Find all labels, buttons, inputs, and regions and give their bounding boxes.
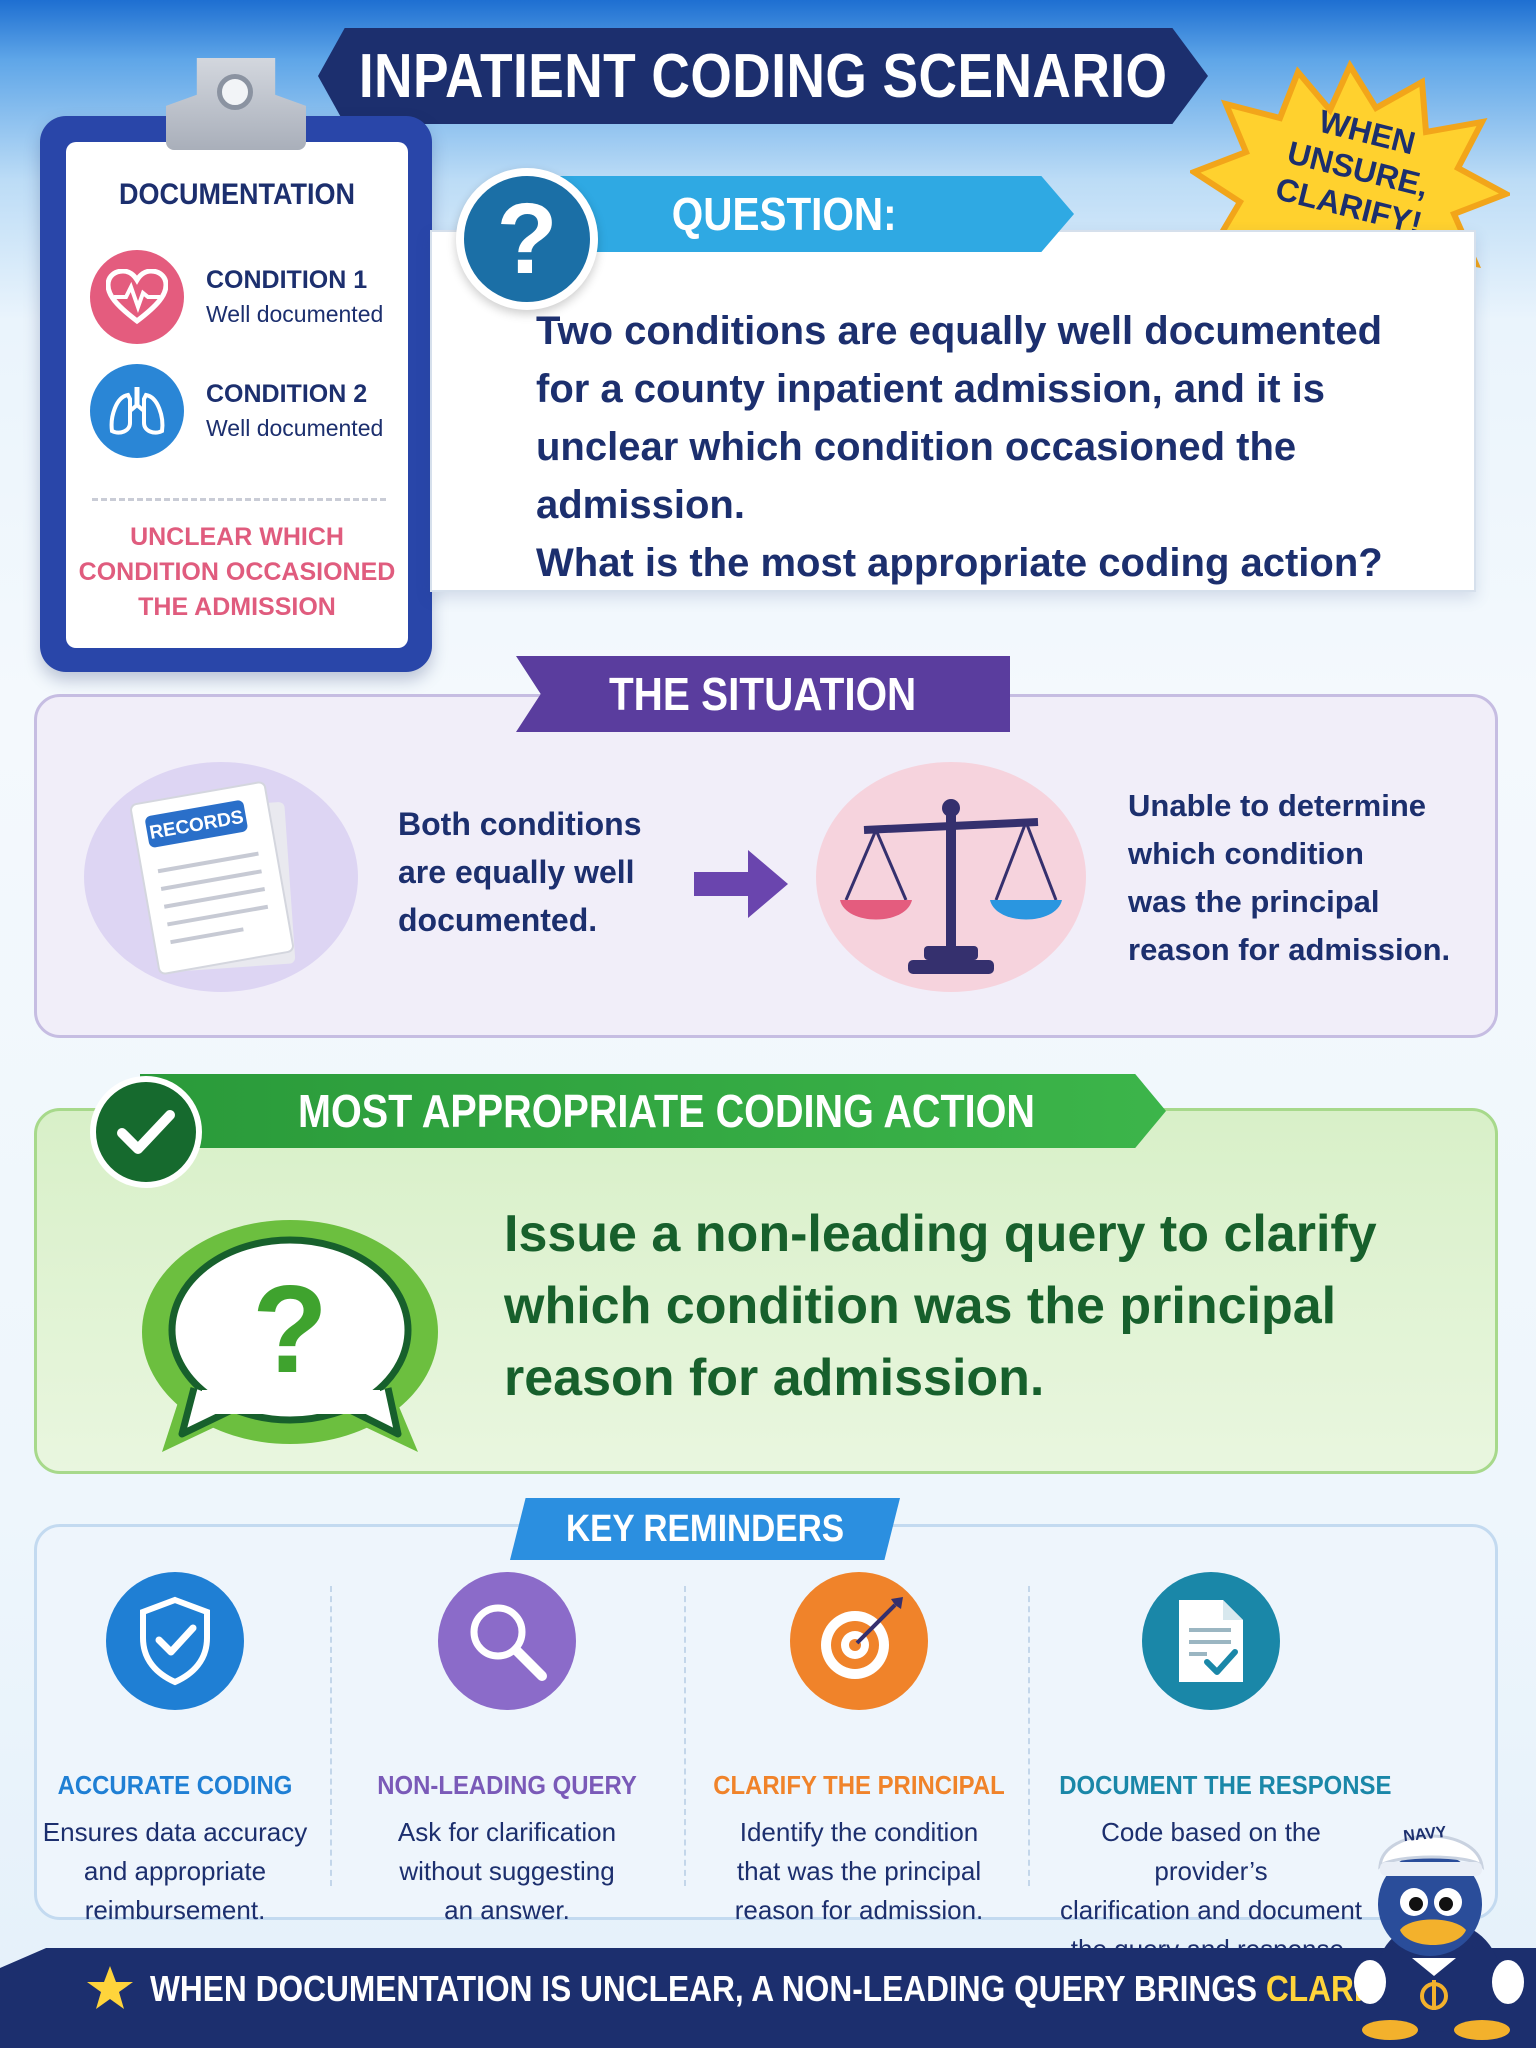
question-line-1: Two conditions are equally well document… [536, 309, 1383, 353]
reminder-body-line: reimbursement. [84, 1895, 266, 1925]
situation-left-line-1: Both conditions [398, 806, 642, 842]
question-mark-glyph: ? [496, 183, 558, 295]
reminder-body-line: reason for admission. [734, 1895, 984, 1925]
reminder-body-line: Code based on the provider’s [1101, 1817, 1321, 1886]
question-label: QUESTION: [671, 188, 897, 240]
question-card [430, 230, 1476, 592]
situation-label: THE SITUATION [609, 668, 917, 720]
action-text: Issue a non-leading query to clarify whi… [504, 1198, 1434, 1414]
reminder-body: Code based on the provider’s clarificati… [1046, 1813, 1376, 1969]
reminders-banner: KEY REMINDERS [510, 1498, 900, 1560]
reminder-body-line: that was the principal [736, 1856, 982, 1886]
condition-1-status: Well documented [206, 301, 384, 327]
footer-message: WHEN DOCUMENTATION IS UNCLEAR, A NON-LEA… [150, 1968, 1266, 2009]
reminder-body-line: Identify the condition [739, 1817, 979, 1847]
reminder-title: DOCUMENT THE RESPONSE [1059, 1770, 1392, 1800]
document-check-icon [1142, 1572, 1280, 1710]
unclear-line-2: CONDITION OCCASIONED [78, 558, 396, 586]
situation-banner: THE SITUATION [516, 656, 1010, 732]
page-title: INPATIENT CODING SCENARIO [358, 41, 1168, 111]
reminder-document-response: DOCUMENT THE RESPONSE Code based on the … [1046, 1572, 1392, 1969]
reminders-label: KEY REMINDERS [565, 1507, 845, 1550]
reminder-title: NON-LEADING QUERY [377, 1770, 637, 1800]
unclear-line-1: UNCLEAR WHICH [130, 523, 344, 551]
question-ribbon: QUESTION: [530, 176, 1074, 252]
condition-2: CONDITION 2 Well documented [90, 364, 383, 458]
situation-right-line-2: which condition [1128, 836, 1364, 871]
reminder-non-leading-query: NON-LEADING QUERY Ask for clarification … [342, 1572, 672, 1930]
question-line-4: What is the most appropriate coding acti… [536, 541, 1383, 585]
reminder-body: Ensures data accuracy and appropriate re… [10, 1813, 340, 1930]
reminder-body-line: clarification and document [1059, 1895, 1363, 1925]
situation-left-line-2: are equally well [398, 854, 635, 890]
arrow-right-icon [694, 850, 788, 918]
reminder-body-line: Ensures data accuracy [42, 1817, 308, 1847]
speech-bubble-question-icon: ? [142, 1220, 438, 1452]
action-label: MOST APPROPRIATE CODING ACTION [298, 1085, 1036, 1137]
balance-scale-icon [840, 799, 1062, 974]
heart-pulse-icon [90, 250, 184, 344]
condition-2-status: Well documented [206, 415, 384, 441]
reminder-title: CLARIFY THE PRINCIPAL [713, 1770, 1005, 1800]
reminder-body-line: Ask for clarification [397, 1817, 617, 1847]
footer-text: WHEN DOCUMENTATION IS UNCLEAR, A NON-LEA… [150, 1968, 1414, 2010]
unclear-note: UNCLEAR WHICH CONDITION OCCASIONED THE A… [66, 520, 408, 625]
situation-right-text: Unable to determine which condition was … [1128, 782, 1458, 974]
title-banner: INPATIENT CODING SCENARIO [318, 28, 1208, 124]
reminder-body-line: an answer. [444, 1895, 570, 1925]
target-icon [790, 1572, 928, 1710]
shield-check-icon [106, 1572, 244, 1710]
documentation-title: DOCUMENTATION [119, 178, 355, 211]
reminder-divider [1028, 1586, 1030, 1886]
reminder-title: ACCURATE CODING [57, 1770, 293, 1800]
situation-right-line-1: Unable to determine [1128, 788, 1426, 823]
clipboard-hole [217, 74, 253, 110]
situation-left-text: Both conditions are equally well documen… [398, 800, 658, 944]
navy-duck-mascot-icon [1354, 1834, 1524, 2040]
condition-1-name: CONDITION 1 [206, 266, 368, 294]
reminder-body: Identify the condition that was the prin… [694, 1813, 1024, 1930]
question-line-3: unclear which condition occasioned the a… [536, 425, 1297, 527]
reminder-body-line: and appropriate [83, 1856, 267, 1886]
condition-1: CONDITION 1 Well documented [90, 250, 383, 344]
situation-right-line-3: was the principal [1128, 884, 1380, 919]
unclear-line-3: THE ADMISSION [138, 593, 336, 621]
question-mark-icon: ? [456, 168, 598, 310]
situation-left-line-3: documented. [398, 902, 598, 938]
action-banner: MOST APPROPRIATE CODING ACTION [140, 1074, 1166, 1148]
question-line-2: for a county inpatient admission, and it… [536, 367, 1325, 411]
star-icon [87, 1966, 133, 2009]
clipboard-divider [92, 498, 386, 501]
reminder-body-line: without suggesting [399, 1856, 615, 1886]
action-line-2: which condition was the principal [504, 1277, 1337, 1335]
footer-bar [0, 1948, 1536, 2048]
reminder-accurate-coding: ACCURATE CODING Ensures data accuracy an… [10, 1572, 340, 1930]
situation-right-line-4: reason for admission. [1128, 932, 1451, 967]
bubble-question-glyph: ? [252, 1261, 328, 1399]
lungs-icon [90, 364, 184, 458]
reminder-divider [684, 1586, 686, 1886]
action-line-1: Issue a non-leading query to clarify [504, 1205, 1377, 1263]
question-text: Two conditions are equally well document… [536, 302, 1456, 592]
reminder-divider [330, 1586, 332, 1886]
reminder-body: Ask for clarification without suggesting… [342, 1813, 672, 1930]
magnifier-icon [438, 1572, 576, 1710]
action-line-3: reason for admission. [504, 1349, 1045, 1407]
records-icon: RECORDS [130, 781, 296, 975]
condition-2-name: CONDITION 2 [206, 380, 368, 408]
checkmark-icon [90, 1076, 202, 1188]
reminder-clarify-principal: CLARIFY THE PRINCIPAL Identify the condi… [694, 1572, 1024, 1930]
